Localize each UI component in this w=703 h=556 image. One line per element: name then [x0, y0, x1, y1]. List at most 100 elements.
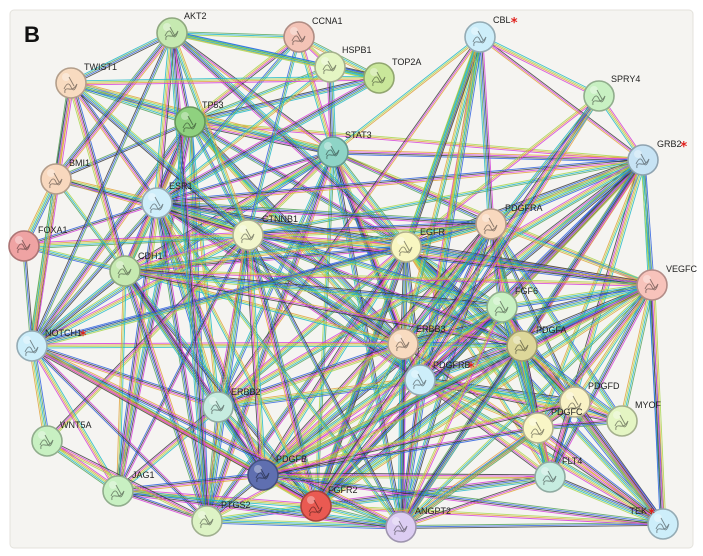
edge-strand: [401, 222, 491, 344]
edge-TWIST1-BMI1: [54, 82, 73, 180]
node-ccna1[interactable]: CCNA1: [283, 16, 343, 53]
edge-strand: [116, 234, 248, 491]
edge-strand: [398, 344, 521, 527]
node-spry4[interactable]: SPRY4: [583, 74, 640, 112]
node-tek[interactable]: TEK*: [629, 506, 679, 540]
node-cbl[interactable]: CBL*: [464, 15, 518, 53]
node-akt2[interactable]: AKT2: [156, 11, 207, 49]
node-circle: [174, 106, 206, 138]
edge-strand: [172, 31, 335, 152]
protein-structure-icon: [110, 484, 125, 501]
node-pdgfrb[interactable]: PDGFRB*: [404, 360, 475, 396]
node-pdgfra[interactable]: PDGFRA: [475, 203, 543, 240]
node-pdgfb[interactable]: PDGFB: [247, 454, 307, 491]
edge-strand: [536, 283, 652, 428]
protein-structure-icon: [542, 470, 557, 486]
edge-strand: [478, 37, 491, 225]
edge-strand: [652, 284, 665, 524]
edge-strand: [262, 473, 551, 477]
edge-strand: [28, 82, 69, 346]
protein-structure-icon: [412, 373, 427, 390]
edge-strand: [619, 284, 651, 421]
edge-strand: [169, 33, 247, 236]
edge-strand: [648, 285, 661, 525]
edge-strand: [248, 234, 265, 475]
edge-strand: [476, 37, 489, 225]
node-egfr[interactable]: EGFR: [390, 227, 446, 263]
edge-strand: [31, 346, 118, 492]
node-flt4[interactable]: FLT4: [534, 456, 582, 493]
node-angpt2[interactable]: ANGPT2: [385, 506, 451, 543]
edge-strand: [247, 220, 491, 233]
edge-strand: [70, 82, 249, 236]
edge-strand: [206, 521, 402, 529]
edge-strand: [501, 283, 652, 307]
edge-strand: [118, 476, 264, 494]
node-jag1[interactable]: JAG1: [102, 470, 155, 507]
node-fgf6[interactable]: FGF6: [486, 286, 538, 323]
edge-strand: [190, 120, 644, 160]
node-esr1[interactable]: ESR1: [141, 181, 193, 219]
edge-strand: [400, 306, 503, 528]
edge-strand: [489, 156, 643, 222]
node-pdgfd[interactable]: PDGFD: [559, 381, 620, 418]
edge-strand: [31, 344, 404, 348]
node-pdgfc[interactable]: PDGFC: [522, 407, 583, 444]
edge-strand: [418, 381, 549, 480]
edge-strand: [643, 159, 654, 285]
edge-strand: [170, 33, 333, 154]
node-ctnnb1[interactable]: CTNNB1: [232, 214, 298, 251]
node-tp53[interactable]: TP53: [174, 100, 224, 138]
edge-strand: [480, 35, 600, 96]
edge-strand: [47, 235, 249, 442]
edge-strand: [401, 346, 523, 528]
node-label: SPRY4: [611, 74, 640, 84]
node-top2a[interactable]: TOP2A: [363, 57, 421, 94]
node-notch1[interactable]: NOTCH1*: [16, 328, 87, 362]
edge-strand: [32, 249, 407, 350]
edge-strand: [539, 425, 665, 523]
node-vegfc[interactable]: VEGFC: [636, 264, 698, 301]
edge-strand: [158, 80, 381, 206]
edge-CDH1-BMI1: [54, 177, 127, 273]
edge-strand: [263, 473, 402, 527]
node-twist1[interactable]: TWIST1: [55, 62, 117, 99]
node-stat3[interactable]: STAT3: [317, 130, 372, 168]
node-label: VEGFC: [666, 264, 698, 274]
node-cdh1[interactable]: CDH1: [109, 251, 163, 287]
node-foxa1[interactable]: FOXA1: [8, 225, 68, 262]
node-wnt5a[interactable]: WNT5A: [31, 420, 92, 457]
edge-strand: [248, 160, 644, 237]
node-circle: [16, 330, 48, 362]
edge-strand: [34, 83, 75, 347]
edge-strand: [54, 82, 71, 179]
edge-strand: [575, 285, 654, 404]
node-pdgfa[interactable]: PDGFA: [506, 325, 567, 362]
node-erbb2[interactable]: ERBB2: [202, 387, 261, 423]
edge-strand: [189, 66, 331, 123]
node-grb2[interactable]: GRB2*: [627, 139, 687, 176]
edge-strand: [28, 346, 45, 442]
edge-strand: [332, 152, 491, 226]
node-highlight: [397, 237, 405, 245]
edge-strand: [316, 504, 664, 524]
edge-strand: [262, 475, 551, 479]
node-highlight: [411, 370, 419, 378]
node-circle: [475, 208, 507, 240]
edge-strand: [55, 178, 158, 204]
edge-strand: [55, 120, 190, 179]
node-myof[interactable]: MYOF: [606, 400, 662, 437]
node-hspb1[interactable]: HSPB1: [314, 45, 372, 83]
edge-strand: [247, 234, 421, 381]
node-label: PDGFD: [588, 381, 620, 391]
edge-strand: [31, 345, 208, 522]
node-fgfr2[interactable]: FGFR2: [300, 485, 358, 522]
node-bmi1[interactable]: BMI1: [40, 158, 90, 195]
edge-strand: [31, 346, 263, 477]
protein-structure-icon: [16, 239, 31, 254]
edge-strand: [318, 37, 484, 508]
node-ptgs2[interactable]: PTGS2: [191, 500, 251, 537]
asterisk-marker-icon: *: [680, 140, 687, 155]
edge-ERBB3-ERBB2: [216, 340, 405, 411]
node-erbb3[interactable]: ERBB3: [387, 324, 446, 360]
